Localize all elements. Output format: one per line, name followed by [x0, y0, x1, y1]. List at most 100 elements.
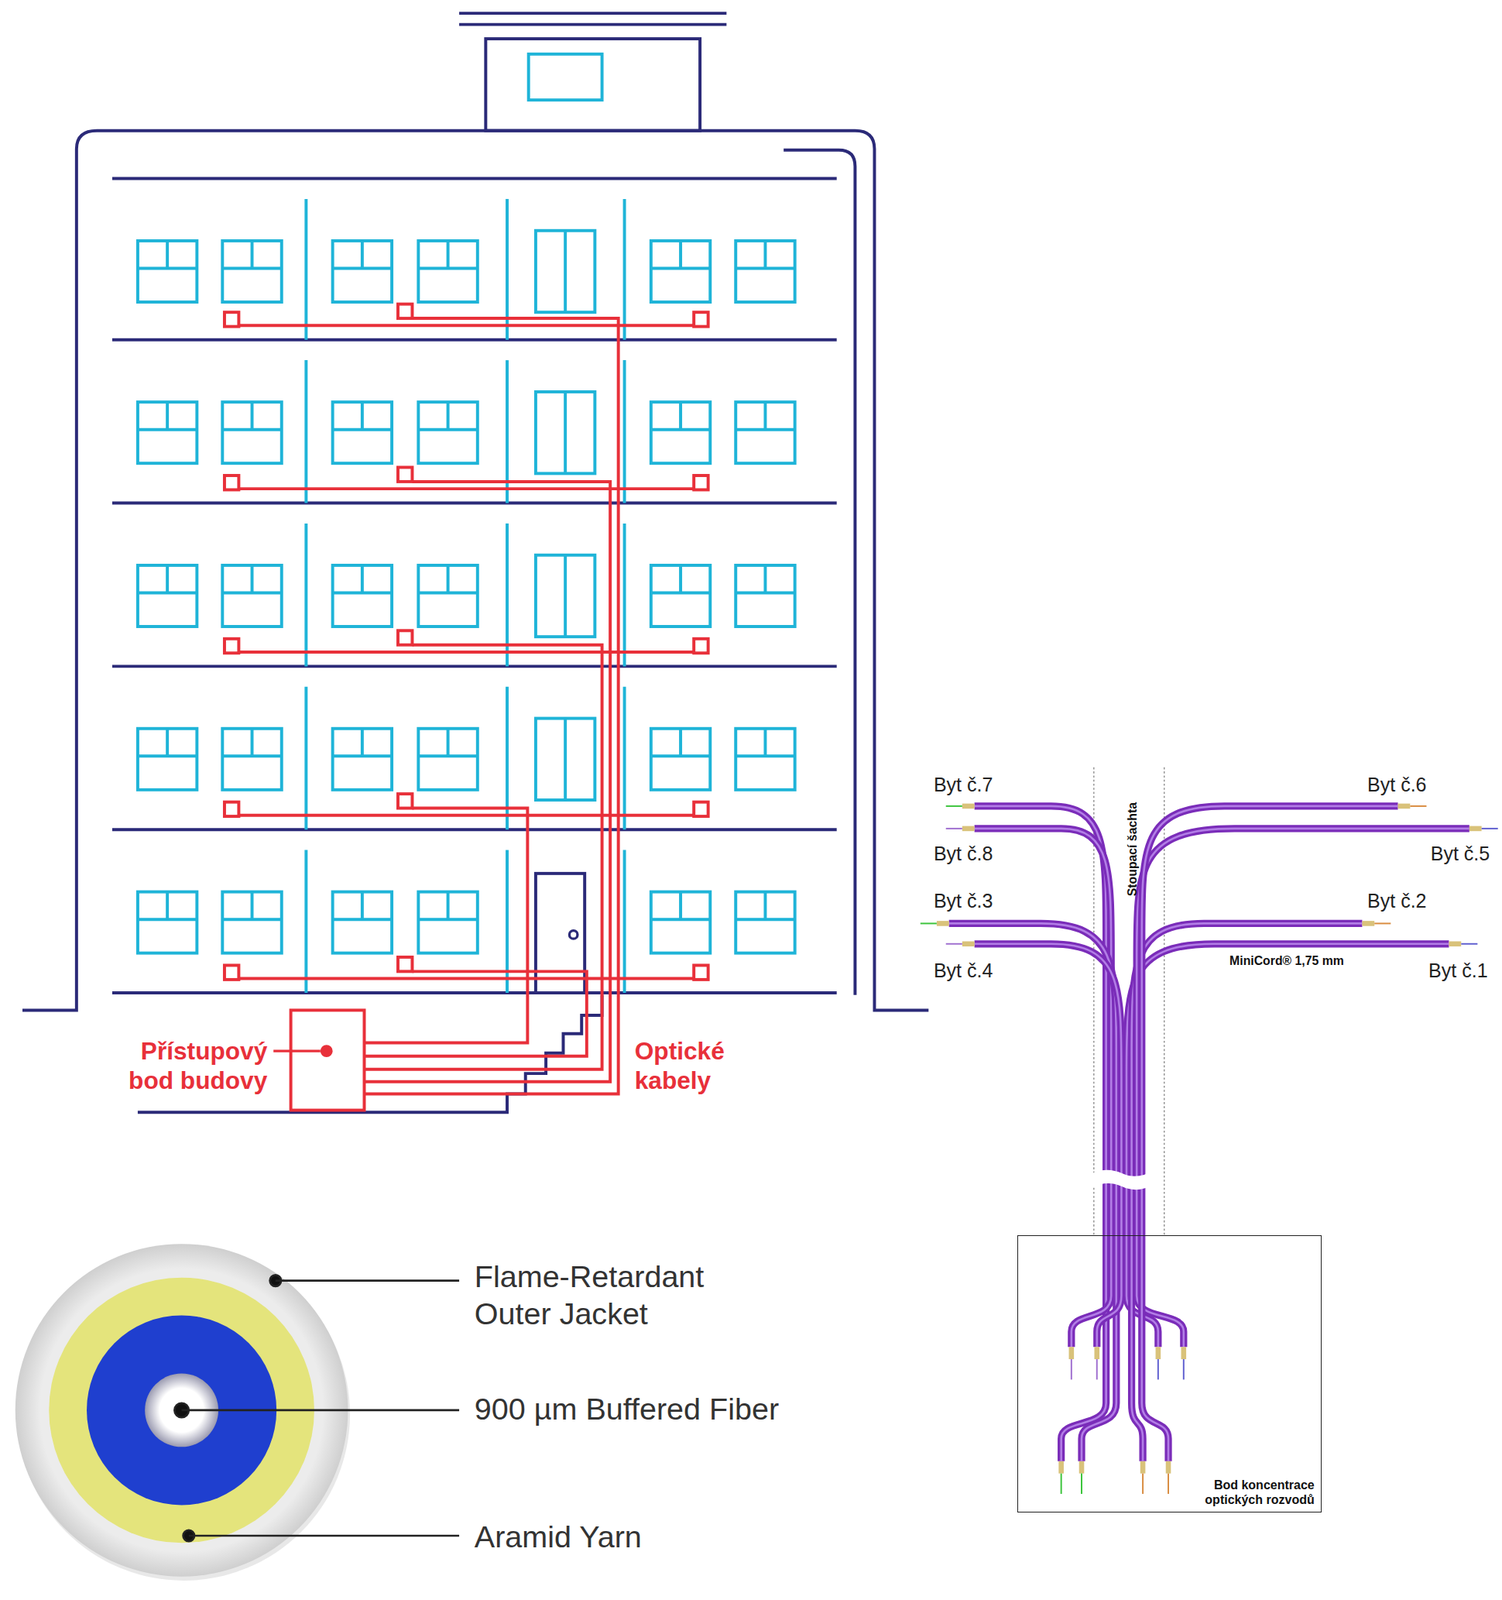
- window-bar: [763, 401, 767, 430]
- ferrule: [1093, 1346, 1100, 1359]
- window: [735, 401, 795, 463]
- ferrule: [1069, 1346, 1075, 1359]
- optical-cable: [364, 644, 603, 1070]
- fiber-end: [946, 943, 963, 945]
- rooftop-window: [528, 54, 603, 100]
- apartment-label: Byt č.3: [933, 888, 994, 913]
- outlet: [693, 312, 708, 326]
- box-caption: Bod koncentrace optických rozvodů: [1179, 1477, 1315, 1507]
- window: [735, 240, 795, 302]
- window: [137, 565, 197, 627]
- floor-line: [112, 664, 837, 668]
- window-bar: [250, 891, 254, 920]
- window: [418, 891, 477, 954]
- apartment-label: Byt č.8: [933, 841, 994, 866]
- stair-window: [535, 555, 595, 637]
- stair-window: [535, 718, 595, 800]
- window-bar: [250, 401, 254, 430]
- callout-label: Přístupový bod budovy: [103, 1035, 268, 1096]
- cable-highlight: [1141, 805, 1399, 1461]
- building-outline: [22, 13, 929, 1112]
- window-bar: [165, 891, 169, 920]
- window-bar: [563, 555, 567, 637]
- floor-line: [112, 501, 837, 505]
- wall-divider: [623, 686, 627, 830]
- window: [222, 891, 282, 954]
- concentration-box: Bod koncentrace optických rozvodů: [1017, 1234, 1322, 1513]
- wall-divider: [304, 523, 308, 666]
- window: [332, 728, 392, 790]
- roof-line: [459, 23, 727, 27]
- cable-highlight: [949, 922, 1117, 1461]
- window: [137, 401, 197, 463]
- entrance-door: [535, 873, 585, 993]
- window-bar: [678, 401, 683, 430]
- fiber-end: [1060, 1473, 1063, 1494]
- window: [222, 401, 282, 463]
- window-bar: [563, 718, 567, 800]
- outlet: [224, 312, 239, 326]
- fiber-end: [1409, 805, 1427, 807]
- fiber-end: [1141, 1473, 1144, 1494]
- outlet: [693, 638, 708, 653]
- window-bar: [446, 891, 450, 920]
- ferrule: [962, 940, 975, 947]
- callout-label: Optické kabely: [634, 1035, 768, 1096]
- window: [137, 728, 197, 790]
- window-bar: [360, 240, 364, 269]
- ferrule: [936, 920, 950, 926]
- window: [222, 728, 282, 790]
- window-bar: [446, 401, 450, 430]
- window: [332, 401, 392, 463]
- cable-cross-section: [15, 1243, 460, 1581]
- ferrule: [1155, 1346, 1162, 1359]
- wall-divider: [623, 360, 627, 503]
- ferrule: [1448, 940, 1461, 947]
- cable-highlight: [1131, 922, 1363, 1461]
- leader-line: [181, 1409, 460, 1412]
- window: [222, 565, 282, 627]
- window: [222, 240, 282, 302]
- access-point-dot: [320, 1044, 333, 1057]
- wall-divider: [623, 198, 627, 340]
- window-bar: [360, 891, 364, 920]
- ferrule: [1079, 1460, 1085, 1474]
- window: [651, 728, 710, 790]
- outlet: [397, 466, 412, 481]
- leader-line: [275, 1279, 460, 1282]
- window-bar: [165, 565, 169, 594]
- window-bar: [360, 565, 364, 594]
- roof-line: [459, 11, 727, 15]
- window-bar: [678, 565, 683, 594]
- wall-divider: [304, 850, 308, 993]
- shaft-label: Stoupací šachta: [1124, 802, 1140, 896]
- fiber-cables: [920, 805, 1499, 1494]
- window-bar: [250, 565, 254, 594]
- window: [332, 240, 392, 302]
- window-bar: [360, 728, 364, 757]
- window: [137, 891, 197, 954]
- window-bar: [563, 391, 567, 474]
- outlet: [693, 802, 708, 817]
- outlet: [397, 304, 412, 319]
- building-wall: [22, 130, 929, 1011]
- outlet: [224, 802, 239, 817]
- ferrule: [1181, 1346, 1187, 1359]
- apartment-label: Byt č.2: [1367, 888, 1427, 913]
- part-label: Flame-Retardant Outer Jacket: [474, 1257, 730, 1332]
- window: [735, 891, 795, 954]
- wall-divider: [304, 360, 308, 503]
- ferrule: [962, 803, 975, 810]
- apartment-label: Byt č.5: [1430, 841, 1491, 866]
- fiber-end: [1080, 1473, 1083, 1494]
- minicord-cable: [974, 805, 1107, 1461]
- minicord-cable: [1126, 943, 1449, 1347]
- fiber-end: [1157, 1358, 1160, 1379]
- fiber-end: [920, 922, 937, 924]
- optical-cable: [238, 813, 694, 817]
- minicord-cable: [1131, 922, 1363, 1461]
- fiber-end: [1374, 922, 1391, 924]
